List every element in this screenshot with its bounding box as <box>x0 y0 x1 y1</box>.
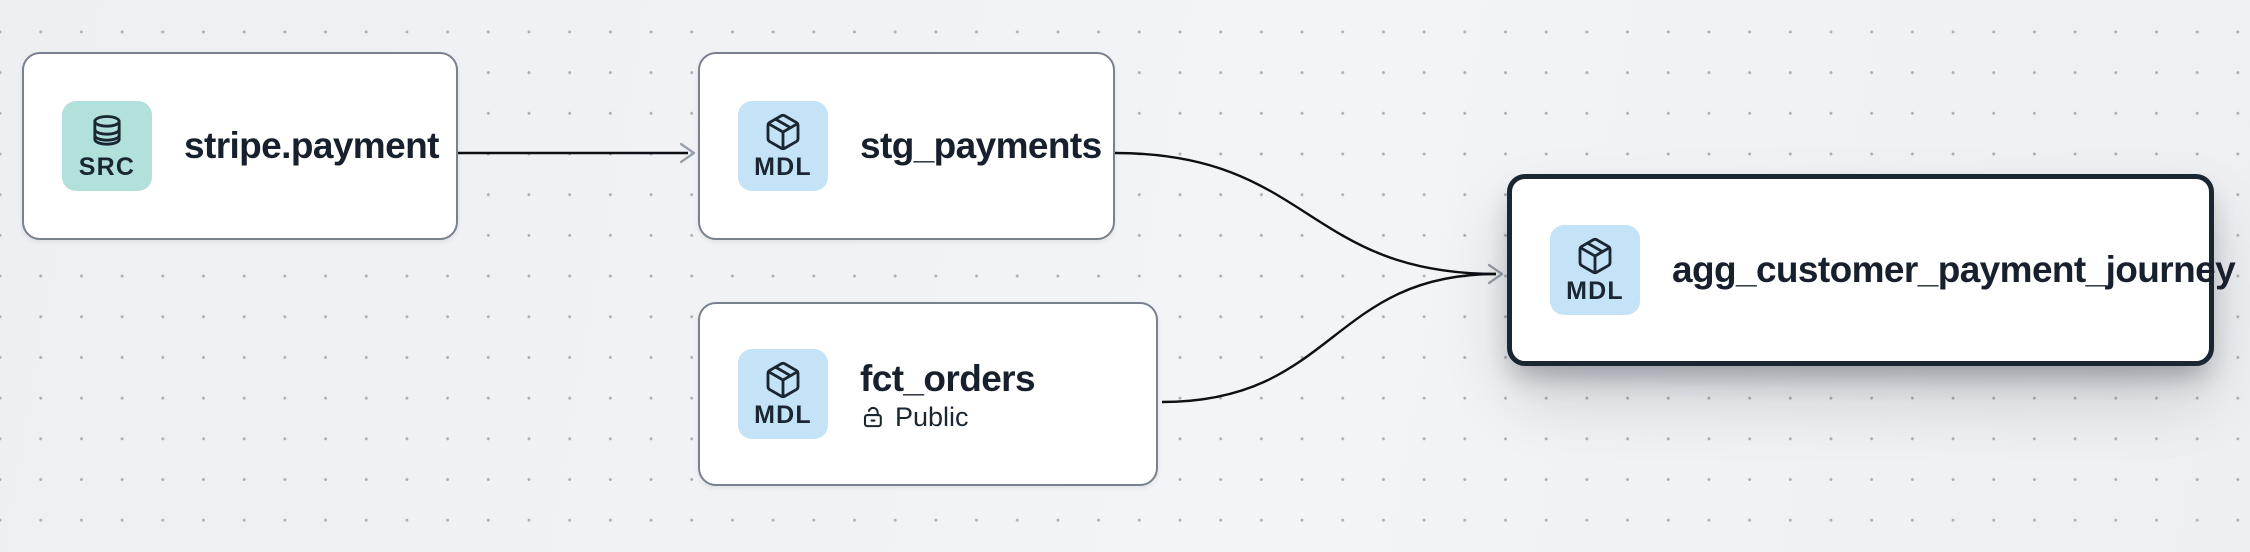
package-icon <box>1578 237 1612 275</box>
database-icon <box>93 115 121 146</box>
node-title: stripe.payment <box>184 125 439 167</box>
node-title: fct_orders <box>860 358 1036 400</box>
node-stg-payments[interactable]: MDL stg_payments <box>698 52 1115 240</box>
model-badge: MDL <box>738 349 828 439</box>
edge-stg-payments-to-agg-customer-payment-journey[interactable] <box>1114 151 1497 276</box>
model-badge: MDL <box>738 101 828 191</box>
edge-fct-orders-to-agg-customer-payment-journey[interactable] <box>1161 272 1497 404</box>
node-title: stg_payments <box>860 125 1102 167</box>
node-agg-customer-payment-journey[interactable]: MDL agg_customer_payment_journey <box>1507 174 2236 366</box>
badge-label: MDL <box>754 153 812 181</box>
access-row: Public <box>860 401 1035 432</box>
model-badge: MDL <box>1550 225 1640 315</box>
node-fct-orders[interactable]: MDL fct_orders Public <box>698 302 1158 486</box>
node-stripe-payment[interactable]: SRC stripe.payment <box>22 52 458 240</box>
access-label: Public <box>895 401 969 432</box>
package-icon <box>766 361 800 399</box>
badge-label: MDL <box>754 401 812 429</box>
lock-open-icon <box>863 407 882 428</box>
package-icon <box>766 113 800 151</box>
source-badge: SRC <box>62 101 152 191</box>
badge-label: SRC <box>78 153 136 181</box>
node-title: agg_customer_payment_journey <box>1672 249 2236 291</box>
badge-label: MDL <box>1566 277 1624 305</box>
